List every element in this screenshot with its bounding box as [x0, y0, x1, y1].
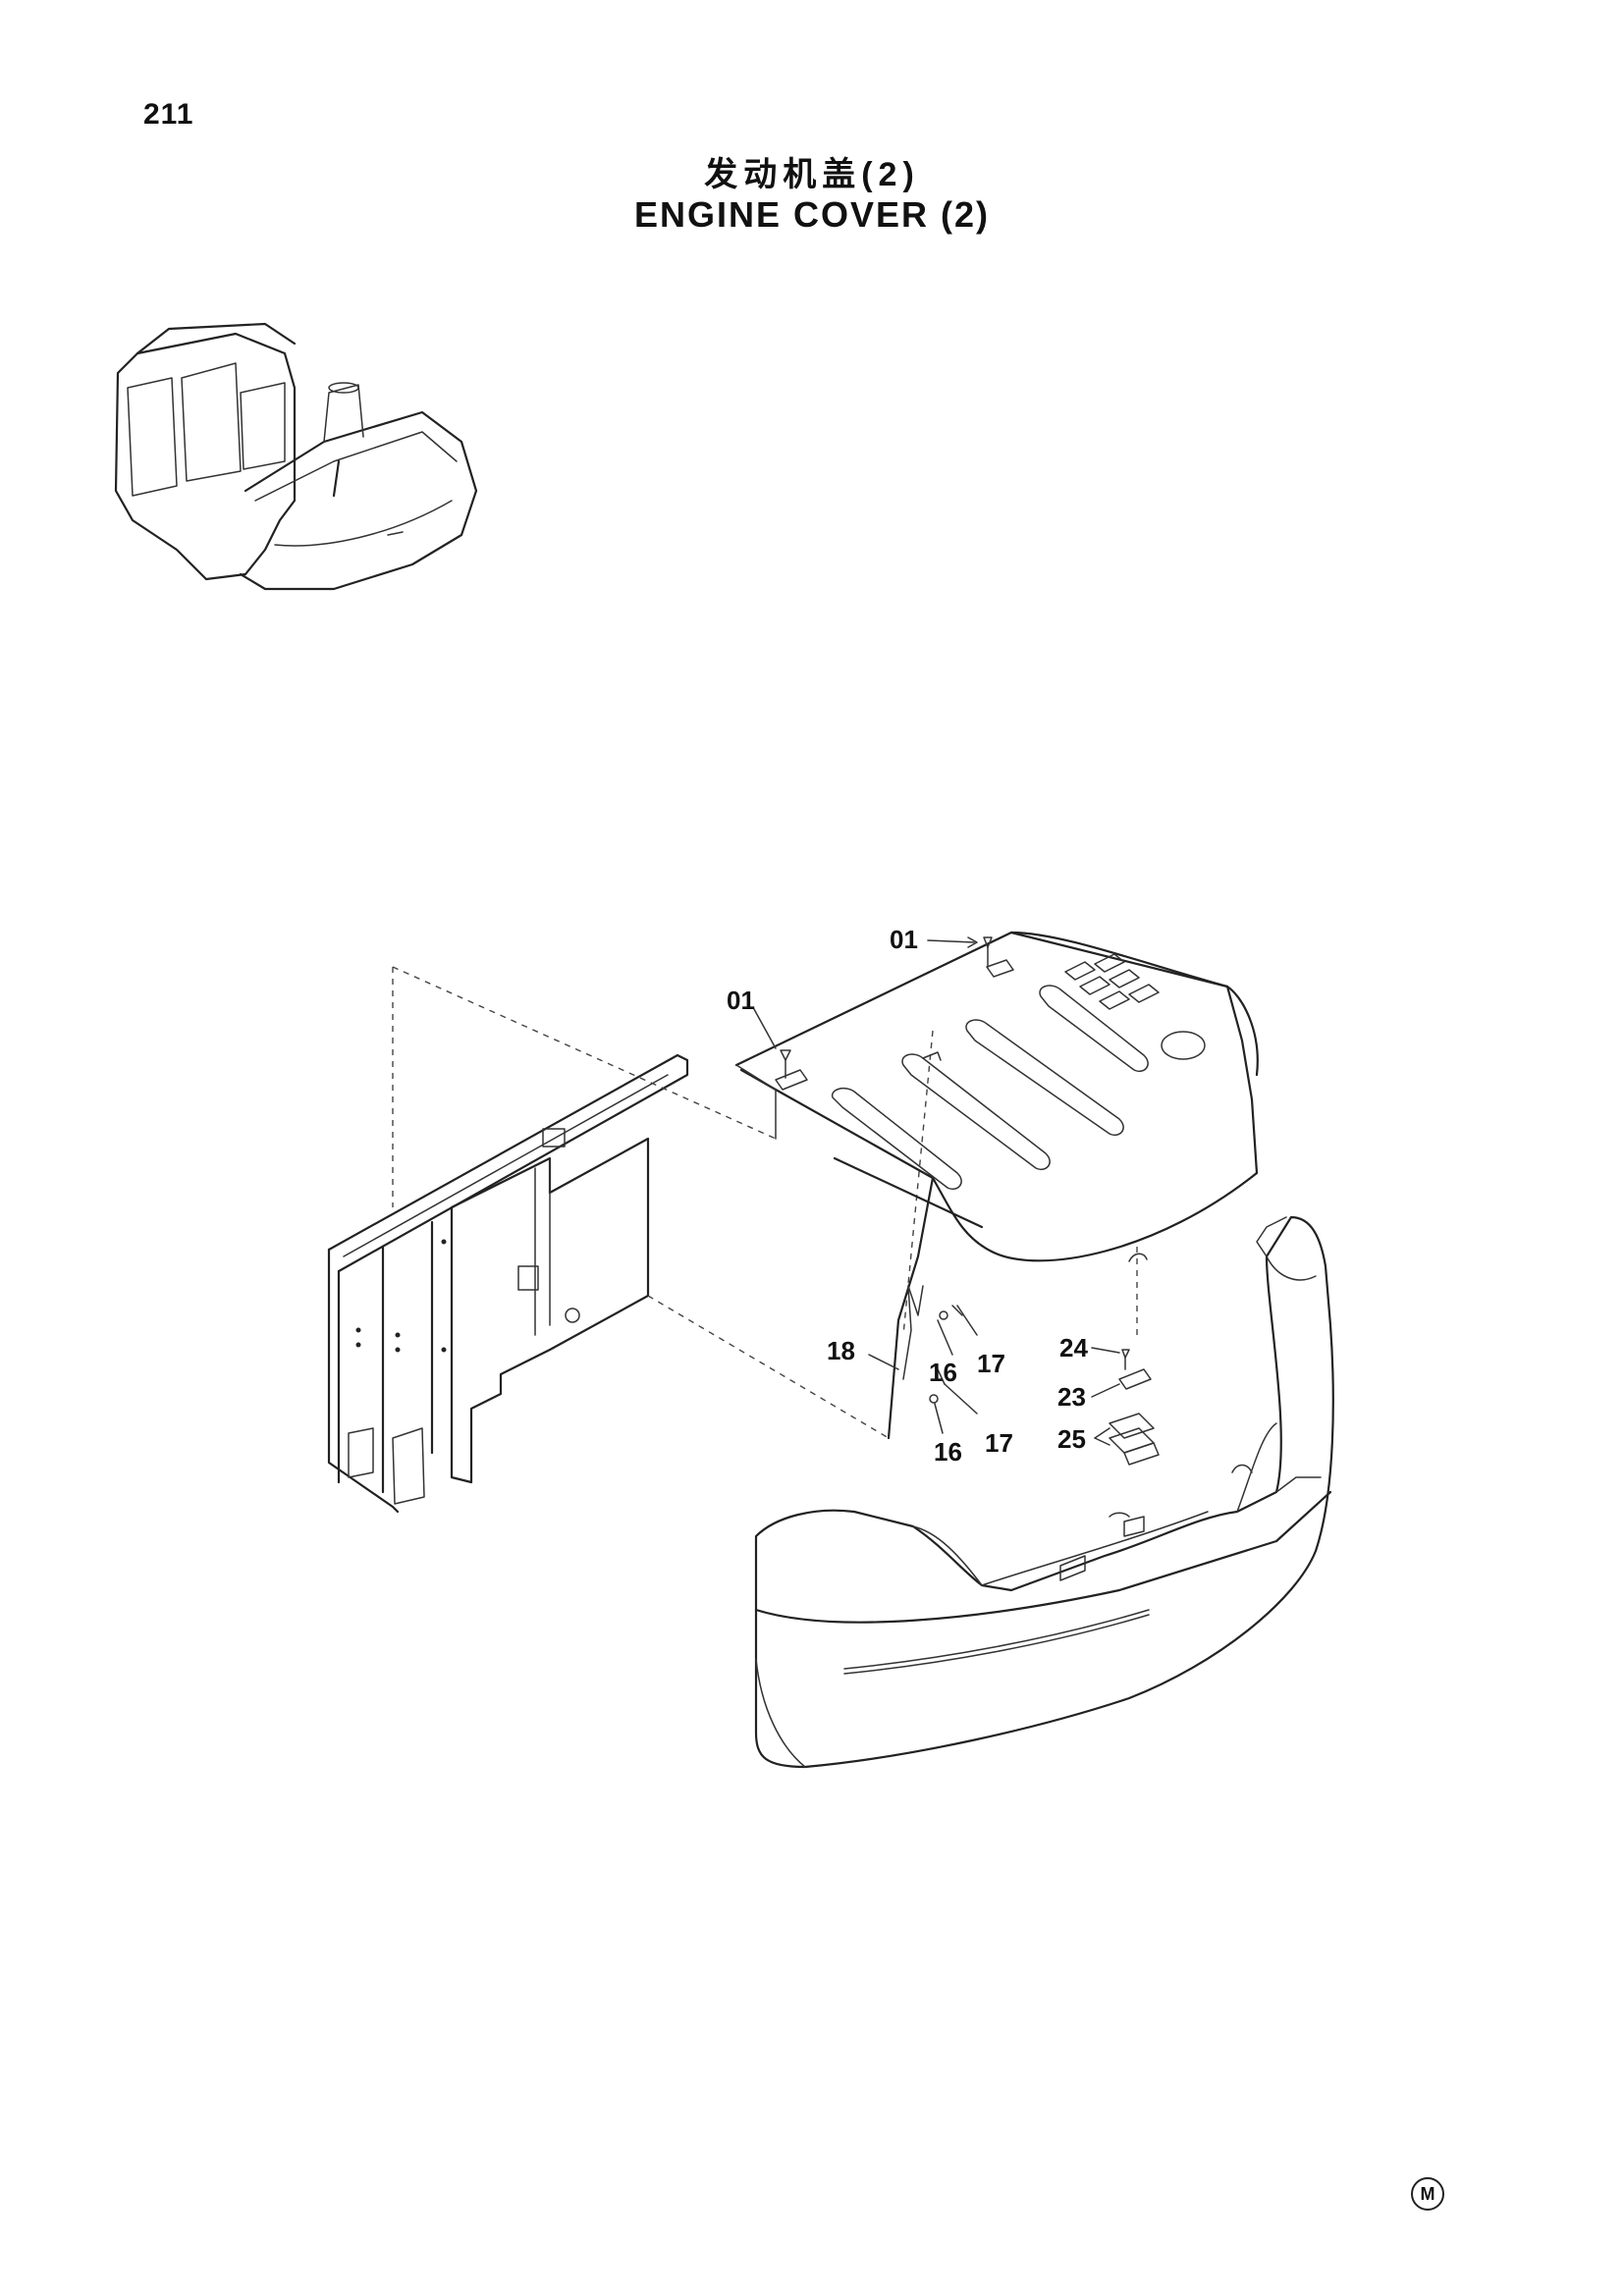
callout-labels: 01 01 18 16 17 16 17 24 23 25 [727, 925, 1088, 1467]
callout-16-lower: 16 [934, 1437, 962, 1467]
callout-18: 18 [827, 1336, 855, 1365]
callout-16-upper: 16 [929, 1358, 957, 1387]
page-number: 211 [143, 98, 194, 131]
callout-24: 24 [1059, 1333, 1088, 1362]
callout-23: 23 [1057, 1382, 1086, 1412]
hardware-parts [780, 936, 1160, 1466]
callout-01-left: 01 [727, 986, 755, 1015]
callout-25: 25 [1057, 1424, 1086, 1454]
side-panel [327, 1053, 689, 1514]
excavator-thumbnail [114, 322, 478, 591]
callout-17-upper: 17 [977, 1349, 1005, 1378]
counterweight [754, 1215, 1334, 1769]
title-english: ENGINE COVER (2) [633, 194, 991, 235]
callout-01-top: 01 [890, 925, 918, 954]
title-chinese: 发动机盖(2) [704, 156, 920, 193]
callout-17-lower: 17 [985, 1428, 1013, 1458]
leader-lines [753, 936, 1120, 1446]
engine-cover-hood [734, 931, 1259, 1440]
alignment-lines [392, 966, 1138, 1439]
corner-mark: M [1411, 2177, 1444, 2211]
